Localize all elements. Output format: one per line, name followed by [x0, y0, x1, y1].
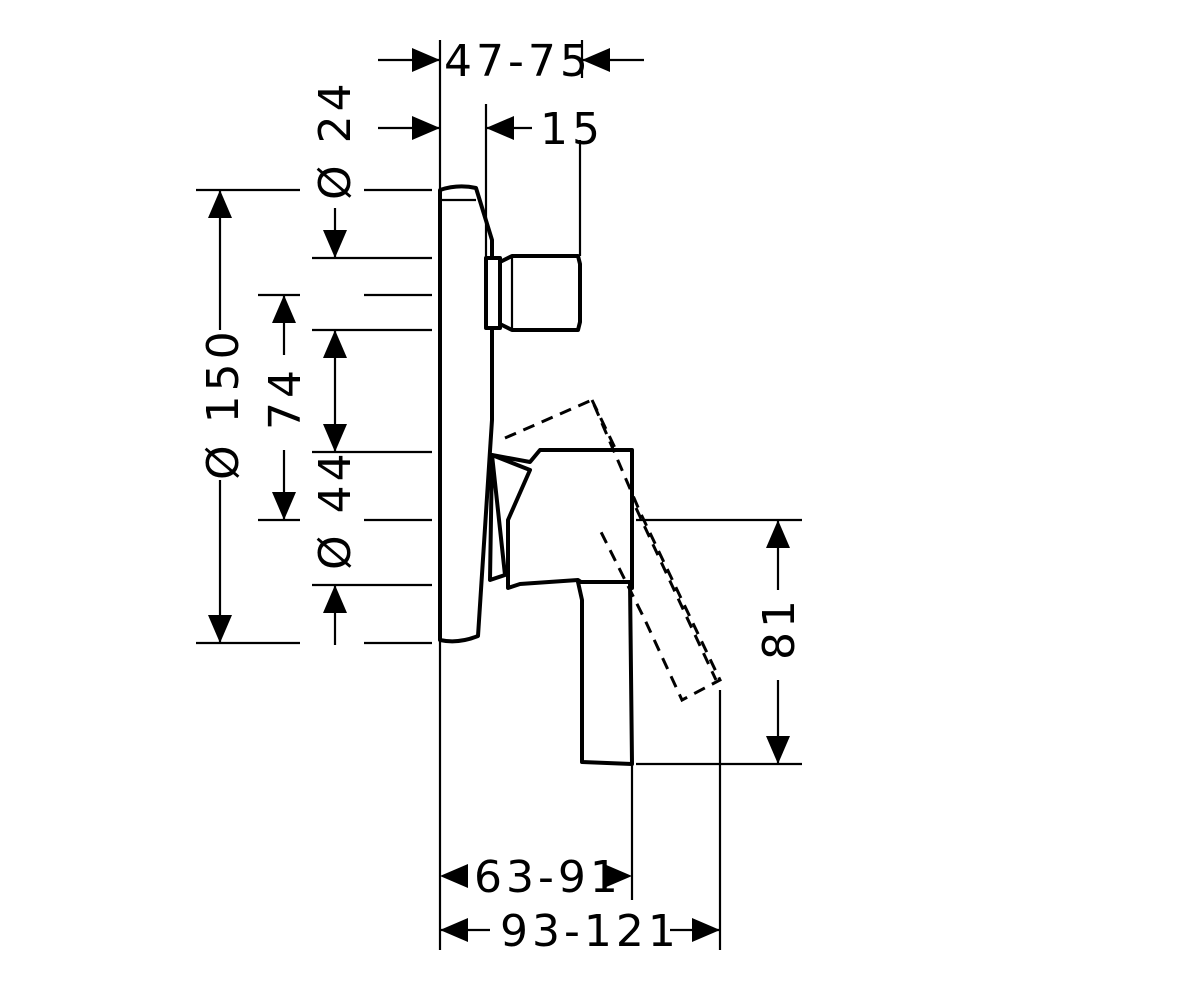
handle-rotated-dashed — [504, 398, 722, 703]
dim-top-depth: 47-75 — [444, 36, 592, 87]
dim-top-outlet: 15 — [540, 104, 604, 155]
dimension-arrows — [208, 48, 790, 942]
dim-depth-rotated: 93-121 — [500, 906, 680, 957]
cover-plate — [438, 184, 494, 644]
extension-lines — [196, 40, 802, 950]
handle-body — [488, 448, 634, 766]
dim-dia-outlet: Ø 24 — [310, 79, 361, 200]
dim-center-distance: 74 — [260, 366, 311, 430]
dim-dia-plate: Ø 150 — [198, 327, 249, 480]
outlet-connector — [484, 254, 582, 332]
dim-handle-length: 81 — [754, 596, 805, 660]
dim-depth-front: 63-91 — [474, 852, 622, 903]
dim-dia-handle: Ø 44 — [310, 449, 361, 570]
